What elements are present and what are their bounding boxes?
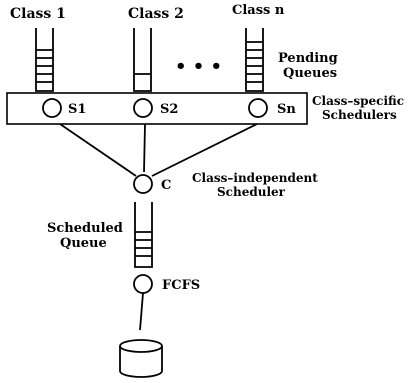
scheduler-s1-label: S1 <box>68 102 86 117</box>
scheduler-s2-label: S2 <box>160 102 178 117</box>
scheduler-s1-node <box>42 98 62 118</box>
scheduler-connections <box>59 123 258 177</box>
scheduled-queue-label-line2: Queue <box>60 236 107 251</box>
class-1-label: Class 1 <box>10 6 66 22</box>
class-specific-label-line2: Schedulers <box>322 108 397 122</box>
pending-queues-label-line2: Queues <box>283 66 337 81</box>
central-scheduler-node <box>133 174 153 194</box>
disk-icon <box>119 339 163 378</box>
fcfs-server-label: FCFS <box>162 278 200 293</box>
fcfs-to-disk-connector <box>139 292 144 331</box>
central-scheduler-node-label: C <box>161 178 171 193</box>
ellipsis: • • • <box>175 56 222 77</box>
pending-queue-n <box>245 28 264 92</box>
class-specific-label-line1: Class–specific <box>312 94 404 108</box>
scheduled-queue <box>134 202 153 268</box>
class-independent-label-line2: Scheduler <box>217 185 286 199</box>
pending-queue-2 <box>133 28 152 92</box>
fcfs-server-node <box>133 274 153 294</box>
pending-queues-label-line1: Pending <box>278 51 338 66</box>
scheduler-sn-label: Sn <box>277 102 296 117</box>
class-n-label: Class n <box>232 3 285 18</box>
pending-queue-1 <box>35 28 54 92</box>
scheduler-s2-node <box>133 98 153 118</box>
scheduler-sn-node <box>248 98 268 118</box>
class-independent-label-line1: Class–independent <box>192 171 318 185</box>
scheduled-queue-label-line1: Scheduled <box>47 221 123 236</box>
class-specific-schedulers-box <box>6 92 308 125</box>
class-2-label: Class 2 <box>128 6 184 22</box>
